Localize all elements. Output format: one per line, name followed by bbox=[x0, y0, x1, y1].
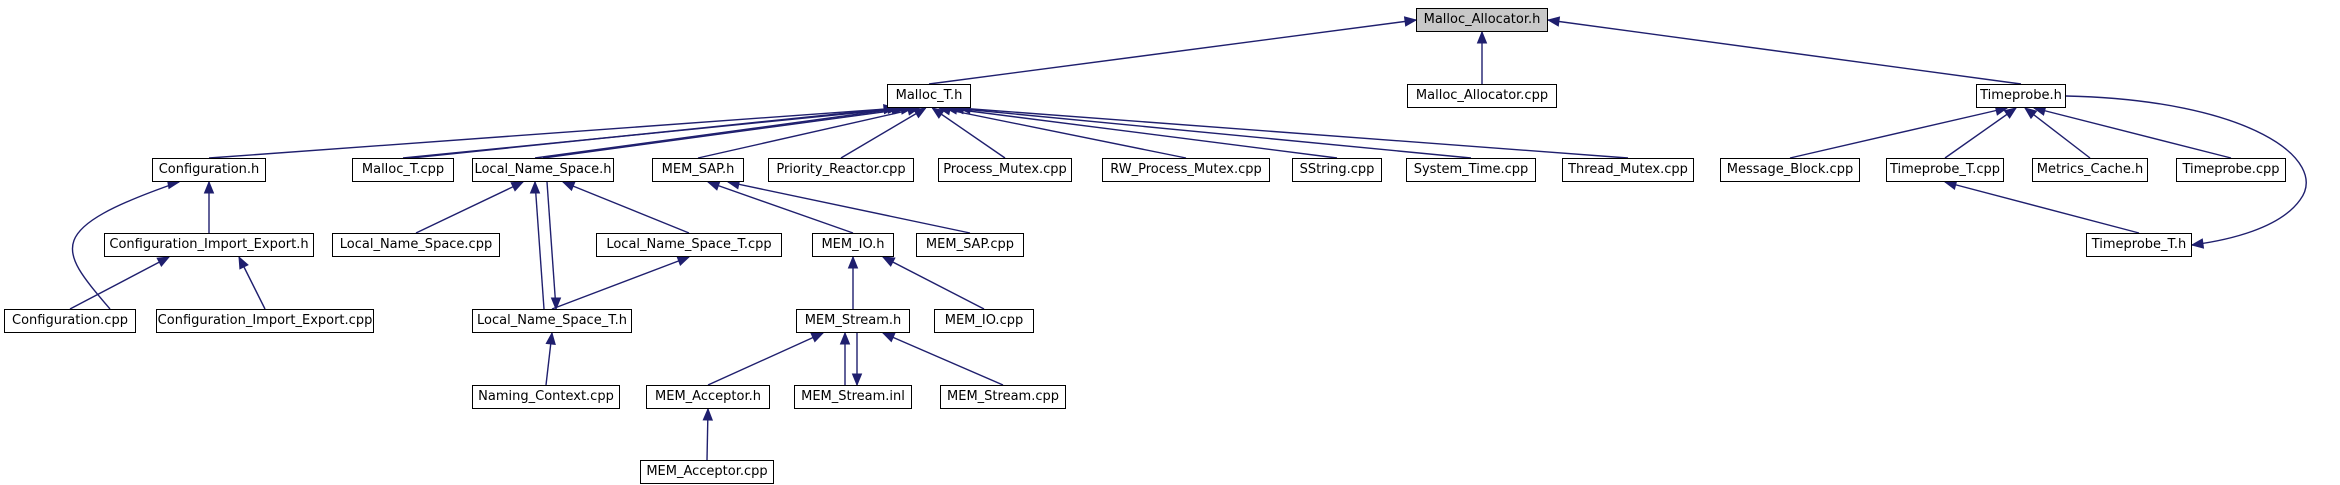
dependency-edge bbox=[2065, 95, 2307, 246]
node-mem-sap-h[interactable]: MEM_SAP.h bbox=[652, 158, 744, 182]
node-malloc-allocator-cpp[interactable]: Malloc_Allocator.cpp bbox=[1407, 84, 1557, 108]
dependency-edge bbox=[938, 107, 1187, 159]
node-rw-process-mutex-cpp[interactable]: RW_Process_Mutex.cpp bbox=[1102, 158, 1270, 182]
dependency-edge bbox=[534, 181, 545, 310]
node-timeprobe-t-h[interactable]: Timeprobe_T.h bbox=[2086, 233, 2192, 257]
node-thread-mutex-cpp[interactable]: Thread_Mutex.cpp bbox=[1562, 158, 1694, 182]
node-local-name-space-t-h[interactable]: Local_Name_Space_T.h bbox=[472, 309, 632, 333]
dependency-edge bbox=[410, 107, 896, 159]
node-malloc-t-h[interactable]: Malloc_T.h bbox=[887, 84, 971, 108]
arrowhead bbox=[913, 107, 927, 119]
dependency-edge bbox=[707, 181, 854, 234]
node-mem-stream-inl[interactable]: MEM_Stream.inl bbox=[794, 385, 912, 409]
dependency-edge bbox=[562, 181, 690, 234]
dependency-edge bbox=[415, 181, 524, 234]
node-priority-reactor-cpp[interactable]: Priority_Reactor.cpp bbox=[768, 158, 914, 182]
dependency-edge bbox=[2024, 107, 2091, 159]
node-mem-stream-cpp[interactable]: MEM_Stream.cpp bbox=[940, 385, 1066, 409]
dependency-edge bbox=[727, 181, 971, 234]
node-configuration-cpp[interactable]: Configuration.cpp bbox=[4, 309, 136, 333]
dependency-edge bbox=[1789, 107, 2008, 159]
dependency-edge bbox=[882, 256, 985, 310]
dependency-edges bbox=[69, 16, 2307, 461]
arrowhead bbox=[561, 181, 576, 192]
arrowhead bbox=[550, 297, 562, 311]
dependency-edge bbox=[1944, 181, 2140, 234]
node-local-name-space-cpp[interactable]: Local_Name_Space.cpp bbox=[332, 233, 500, 257]
node-configuration-h[interactable]: Configuration.h bbox=[152, 158, 266, 182]
dependency-edge bbox=[840, 107, 927, 159]
node-message-block-cpp[interactable]: Message_Block.cpp bbox=[1720, 158, 1860, 182]
node-configuration-import-export-h[interactable]: Configuration_Import_Export.h bbox=[104, 233, 314, 257]
arrowhead bbox=[238, 255, 249, 270]
node-timeprobe-h[interactable]: Timeprobe.h bbox=[1976, 84, 2066, 108]
arrowhead bbox=[931, 107, 945, 119]
dependency-edge bbox=[208, 107, 900, 159]
arrowhead bbox=[2003, 107, 2018, 119]
arrowhead bbox=[851, 373, 863, 387]
node-mem-io-cpp[interactable]: MEM_IO.cpp bbox=[934, 309, 1034, 333]
arrowhead bbox=[2190, 238, 2205, 249]
dependency-edge bbox=[1944, 107, 2017, 159]
node-malloc-allocator-h[interactable]: Malloc_Allocator.h bbox=[1416, 8, 1548, 32]
arrowhead bbox=[810, 332, 825, 343]
dependency-edge bbox=[952, 107, 1472, 159]
dependency-edge bbox=[69, 256, 170, 310]
arrowhead bbox=[676, 256, 691, 266]
dependency-edge bbox=[546, 181, 557, 310]
arrowhead bbox=[1546, 16, 1561, 27]
arrowhead bbox=[545, 331, 556, 346]
node-sstring-cpp[interactable]: SString.cpp bbox=[1292, 158, 1382, 182]
node-timeprobe-cpp[interactable]: Timeprobe.cpp bbox=[2176, 158, 2286, 182]
arrowhead bbox=[156, 256, 171, 267]
node-malloc-t-cpp[interactable]: Malloc_T.cpp bbox=[352, 158, 454, 182]
arrowhead bbox=[881, 332, 896, 343]
node-mem-sap-cpp[interactable]: MEM_SAP.cpp bbox=[916, 233, 1024, 257]
dependency-edge bbox=[931, 107, 1006, 159]
dependency-edge bbox=[945, 107, 1338, 159]
node-timeprobe-t-cpp[interactable]: Timeprobe_T.cpp bbox=[1886, 158, 2004, 182]
dependency-edge bbox=[71, 181, 180, 310]
dependency-edge bbox=[551, 256, 690, 310]
node-local-name-space-h[interactable]: Local_Name_Space.h bbox=[472, 158, 614, 182]
node-mem-stream-h[interactable]: MEM_Stream.h bbox=[796, 309, 910, 333]
arrowhead bbox=[847, 255, 859, 269]
arrowhead bbox=[203, 180, 215, 194]
arrowhead bbox=[510, 181, 525, 192]
arrowhead bbox=[839, 331, 851, 345]
dependency-edge bbox=[542, 107, 913, 159]
node-mem-io-h[interactable]: MEM_IO.h bbox=[812, 233, 894, 257]
node-mem-acceptor-cpp[interactable]: MEM_Acceptor.cpp bbox=[640, 460, 774, 484]
arrowhead bbox=[1403, 16, 1418, 27]
arrowhead bbox=[2023, 107, 2038, 120]
node-system-time-cpp[interactable]: System_Time.cpp bbox=[1406, 158, 1536, 182]
arrowhead bbox=[529, 180, 541, 194]
node-mem-acceptor-h[interactable]: MEM_Acceptor.h bbox=[646, 385, 770, 409]
dependency-edge bbox=[928, 19, 1417, 85]
node-metrics-cache-h[interactable]: Metrics_Cache.h bbox=[2032, 158, 2148, 182]
dependency-edge bbox=[534, 107, 904, 159]
dependency-edge bbox=[1547, 19, 2022, 85]
node-configuration-import-export-cpp[interactable]: Configuration_Import_Export.cpp bbox=[156, 309, 374, 333]
arrowhead bbox=[706, 180, 721, 191]
dependency-edge bbox=[958, 107, 1629, 159]
arrowhead bbox=[702, 407, 714, 421]
arrowhead bbox=[881, 256, 896, 267]
dependency-edge bbox=[882, 332, 1004, 386]
node-process-mutex-cpp[interactable]: Process_Mutex.cpp bbox=[938, 158, 1072, 182]
node-local-name-space-t-cpp[interactable]: Local_Name_Space_T.cpp bbox=[596, 233, 782, 257]
dependency-edge bbox=[697, 107, 920, 159]
arrowhead bbox=[1476, 30, 1488, 44]
node-naming-context-cpp[interactable]: Naming_Context.cpp bbox=[472, 385, 620, 409]
dependency-edge bbox=[2033, 107, 2232, 159]
dependency-edge bbox=[707, 332, 824, 386]
